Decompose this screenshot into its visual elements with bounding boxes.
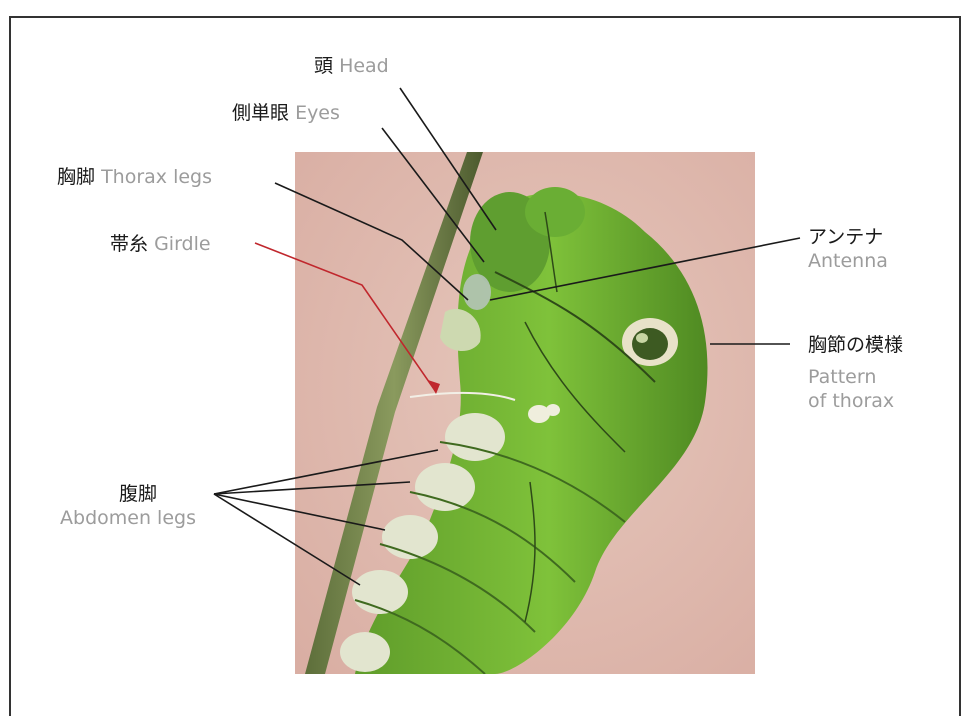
thorax-pattern-label-en-1: Pattern [808, 365, 903, 389]
head-label: 頭 Head [314, 54, 389, 78]
head-label-jp: 頭 [314, 55, 333, 77]
thorax-pattern-label-jp: 胸節の模様 [808, 333, 903, 357]
thorax-pattern-label-en-2: of thorax [808, 389, 903, 413]
girdle-label: 帯糸 Girdle [110, 232, 211, 256]
abdomen-legs-label-jp: 腹脚 [38, 482, 218, 506]
girdle-label-en: Girdle [154, 233, 211, 255]
abdomen-legs-label-en: Abdomen legs [38, 506, 218, 530]
thorax-legs-label: 胸脚 Thorax legs [57, 165, 212, 189]
eyes-label-en: Eyes [295, 102, 340, 124]
antenna-label-jp: アンテナ [808, 225, 888, 249]
eyes-label-jp: 側単眼 [232, 102, 289, 124]
thorax-legs-label-en: Thorax legs [101, 166, 212, 188]
eyes-label: 側単眼 Eyes [232, 101, 340, 125]
thorax-pattern-label: 胸節の模様 Pattern of thorax [808, 333, 903, 413]
thorax-legs-label-jp: 胸脚 [57, 166, 95, 188]
abdomen-legs-label: 腹脚 Abdomen legs [38, 482, 218, 530]
caterpillar-photo [295, 152, 755, 674]
antenna-label: アンテナ Antenna [808, 225, 888, 273]
antenna-label-en: Antenna [808, 249, 888, 273]
head-label-en: Head [339, 55, 389, 77]
girdle-label-jp: 帯糸 [110, 233, 148, 255]
